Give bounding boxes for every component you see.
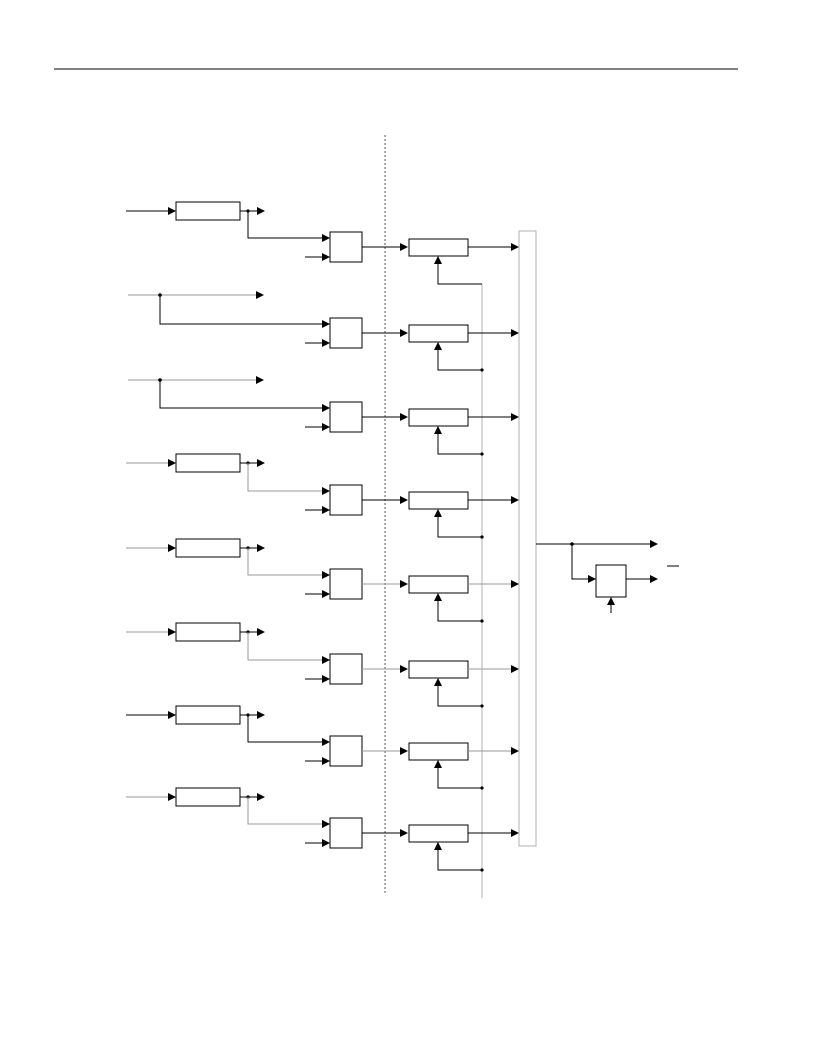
latch-block <box>408 660 469 679</box>
output-bus <box>518 230 537 847</box>
mux-block <box>329 401 363 433</box>
latch-enable-line <box>434 593 482 622</box>
mux-block <box>329 653 363 685</box>
bus-junction-dot <box>480 535 484 539</box>
latch-enable-line <box>434 842 482 871</box>
mux-block <box>329 568 363 600</box>
latch-enable-line <box>434 760 482 789</box>
mux-input-line <box>159 295 330 328</box>
latch-enable-line <box>434 678 482 707</box>
latch-block <box>408 824 469 843</box>
mux-block <box>329 817 363 849</box>
mux-input-line <box>247 632 330 664</box>
latch-block <box>408 238 469 257</box>
output-branch-line <box>571 544 596 583</box>
input-register-block <box>175 787 241 807</box>
mux-input-line <box>247 211 330 242</box>
mux-input-line <box>247 463 330 495</box>
mux-block <box>329 231 363 263</box>
mux-block <box>329 484 363 516</box>
bus-junction-dot <box>480 868 484 872</box>
latch-block <box>408 742 469 761</box>
latch-block <box>408 324 469 343</box>
bus-junction-dot <box>480 368 484 372</box>
latch-enable-line <box>434 509 482 538</box>
input-register-block <box>175 201 241 221</box>
input-register-block <box>175 538 241 558</box>
latch-enable-line <box>434 342 482 371</box>
bus-junction-dot <box>480 786 484 790</box>
latch-block <box>408 575 469 594</box>
mux-input-line <box>247 715 330 746</box>
mux-block <box>329 317 363 349</box>
output-gate-block <box>595 564 627 598</box>
latch-enable-line <box>434 256 482 285</box>
bus-junction-dot <box>480 452 484 456</box>
input-register-block <box>175 622 241 642</box>
latch-block <box>408 408 469 427</box>
mux-input-line <box>247 548 330 579</box>
input-register-block <box>175 705 241 725</box>
latch-block <box>408 491 469 510</box>
latch-enable-line <box>434 426 482 455</box>
mux-input-line <box>247 797 330 828</box>
input-register-block <box>175 453 241 473</box>
bus-junction-dot <box>480 619 484 623</box>
bus-junction-dot <box>480 704 484 708</box>
mux-block <box>329 735 363 767</box>
mux-input-line <box>159 380 330 412</box>
output-stage <box>536 540 679 613</box>
